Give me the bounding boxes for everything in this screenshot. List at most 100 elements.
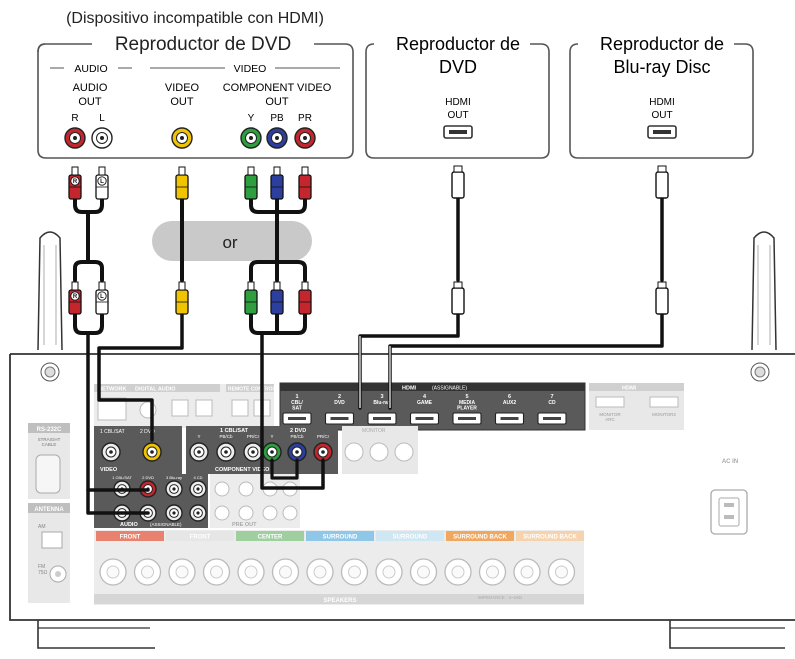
- comp-col-label: PR/Cr: [247, 434, 260, 439]
- hdmi-assign-label: (ASSIGNABLE): [432, 386, 467, 392]
- speakers-bar: [94, 594, 584, 604]
- hdmi-input-label: 7: [550, 394, 553, 400]
- hdmi-input-label: 4: [423, 394, 427, 400]
- speakers-label: SPEAKERS: [323, 598, 356, 604]
- plug-label: R: [73, 294, 78, 300]
- monitor-out-label: MONITOR: [362, 428, 386, 434]
- hdmi-input-label: 3: [380, 394, 383, 400]
- comp-col-label: Y: [197, 434, 200, 439]
- hdmi-input-name: CD: [548, 400, 556, 406]
- comp-in1-jack: [216, 442, 236, 462]
- comp-in1-label: 1 CBL/SAT: [220, 428, 249, 434]
- pre-out-jack: [214, 505, 230, 521]
- comp-col-label: PR/Cr: [317, 434, 330, 439]
- video-group-label: VIDEO: [234, 63, 267, 75]
- pre-out-jack: [238, 481, 254, 497]
- speaker-group-label: CENTER: [258, 535, 283, 541]
- ac-in-label: AC IN: [722, 459, 738, 465]
- comp-in1-jack: [243, 442, 263, 462]
- audio-group-label: AUDIO: [74, 63, 107, 75]
- audio-label: AUDIO: [120, 522, 138, 528]
- hdmi-input-name: SAT: [292, 406, 302, 412]
- hdmi-input-label: 1: [295, 394, 298, 400]
- hdmi-plug-dvd-top: [451, 165, 465, 199]
- speaker-group-label: SURROUND BACK: [453, 535, 507, 541]
- hdmi-input-name: PLAYER: [457, 406, 477, 412]
- audio-cable-split: [73, 260, 104, 282]
- speaker-group-header: [236, 531, 304, 541]
- monitor-jack: [394, 442, 414, 462]
- audio-r-jack: [64, 127, 86, 149]
- video-out-jack: [171, 127, 193, 149]
- speaker-group-label: SURROUND BACK: [523, 535, 577, 541]
- comp-in2-jack: [262, 442, 282, 462]
- audio-cable-l-run: [86, 488, 150, 515]
- remote-control-label: REMOTE CONTROL: [228, 387, 276, 393]
- rs232c-label: RS-232C: [37, 427, 62, 433]
- component-pr-jack: [294, 127, 316, 149]
- component-cable-branch: [270, 458, 299, 480]
- monitor-jack: [344, 442, 364, 462]
- hdmi-section-label: HDMI: [402, 386, 417, 392]
- digital-audio-label: DIGITAL AUDIO: [135, 387, 176, 393]
- audio-col-label: 2 DVD: [142, 475, 154, 480]
- am-label: AM: [38, 524, 46, 530]
- monitor-jack: [369, 442, 389, 462]
- speaker-group-label: SURROUND: [393, 535, 428, 541]
- hdmi-input-label: 2: [338, 394, 341, 400]
- comp-col-label: PB/Cb: [290, 434, 304, 439]
- hdmi-plug-bluray-top: [655, 165, 669, 199]
- component-y-plug-top: [244, 166, 258, 200]
- hdmi-input-label: 5: [465, 394, 468, 400]
- speaker-group-header: [306, 531, 374, 541]
- network-label: NETWORK: [98, 387, 126, 393]
- video-cable-run: [97, 313, 184, 442]
- audio-plug-l-top: L: [95, 166, 109, 200]
- comp-y-label: Y: [248, 113, 255, 124]
- audio-col-label: 4 CD: [193, 475, 202, 480]
- hdmi-input-name: GAME: [417, 400, 433, 406]
- alternative-pill: or: [152, 221, 312, 261]
- pre-out-label: PRE OUT: [232, 522, 257, 528]
- video-in2-jack: [142, 442, 162, 462]
- pre-out-jack: [238, 505, 254, 521]
- cables: [73, 193, 664, 515]
- audio-r-label: R: [71, 113, 78, 124]
- video-in1-label: 1 CBL/SAT: [100, 429, 125, 435]
- antenna-label: ANTENNA: [34, 507, 64, 513]
- audio-in4-jack: [189, 504, 207, 522]
- pre-out-jack: [282, 505, 298, 521]
- video-in2-label: 2 DVD: [140, 429, 155, 435]
- hdmi-plug-bluray-bottom: [655, 281, 669, 315]
- audio-l-label: L: [99, 113, 105, 124]
- speaker-group-header: [446, 531, 514, 541]
- audio-in4-jack: [189, 480, 207, 498]
- or-label: or: [222, 233, 237, 252]
- audio-plug-l-bottom: L: [95, 281, 109, 315]
- component-video-label: COMPONENT VIDEO: [215, 467, 270, 473]
- component-y-jack: [240, 127, 262, 149]
- dvd-legacy-device: (Dispositivo incompatible con HDMI) Repr…: [37, 10, 354, 159]
- dvd-legacy-title: Reproductor de DVD: [115, 34, 291, 55]
- audio-cable-bottom: [73, 313, 104, 335]
- hdmi-input-name: CBL/: [291, 400, 303, 406]
- monitor2-label: MONITOR2: [652, 412, 676, 417]
- component-pb-plug-bottom: [270, 281, 284, 315]
- pre-out-jack: [262, 505, 278, 521]
- plug-label: R: [73, 179, 78, 185]
- audio-in3-jack: [165, 504, 183, 522]
